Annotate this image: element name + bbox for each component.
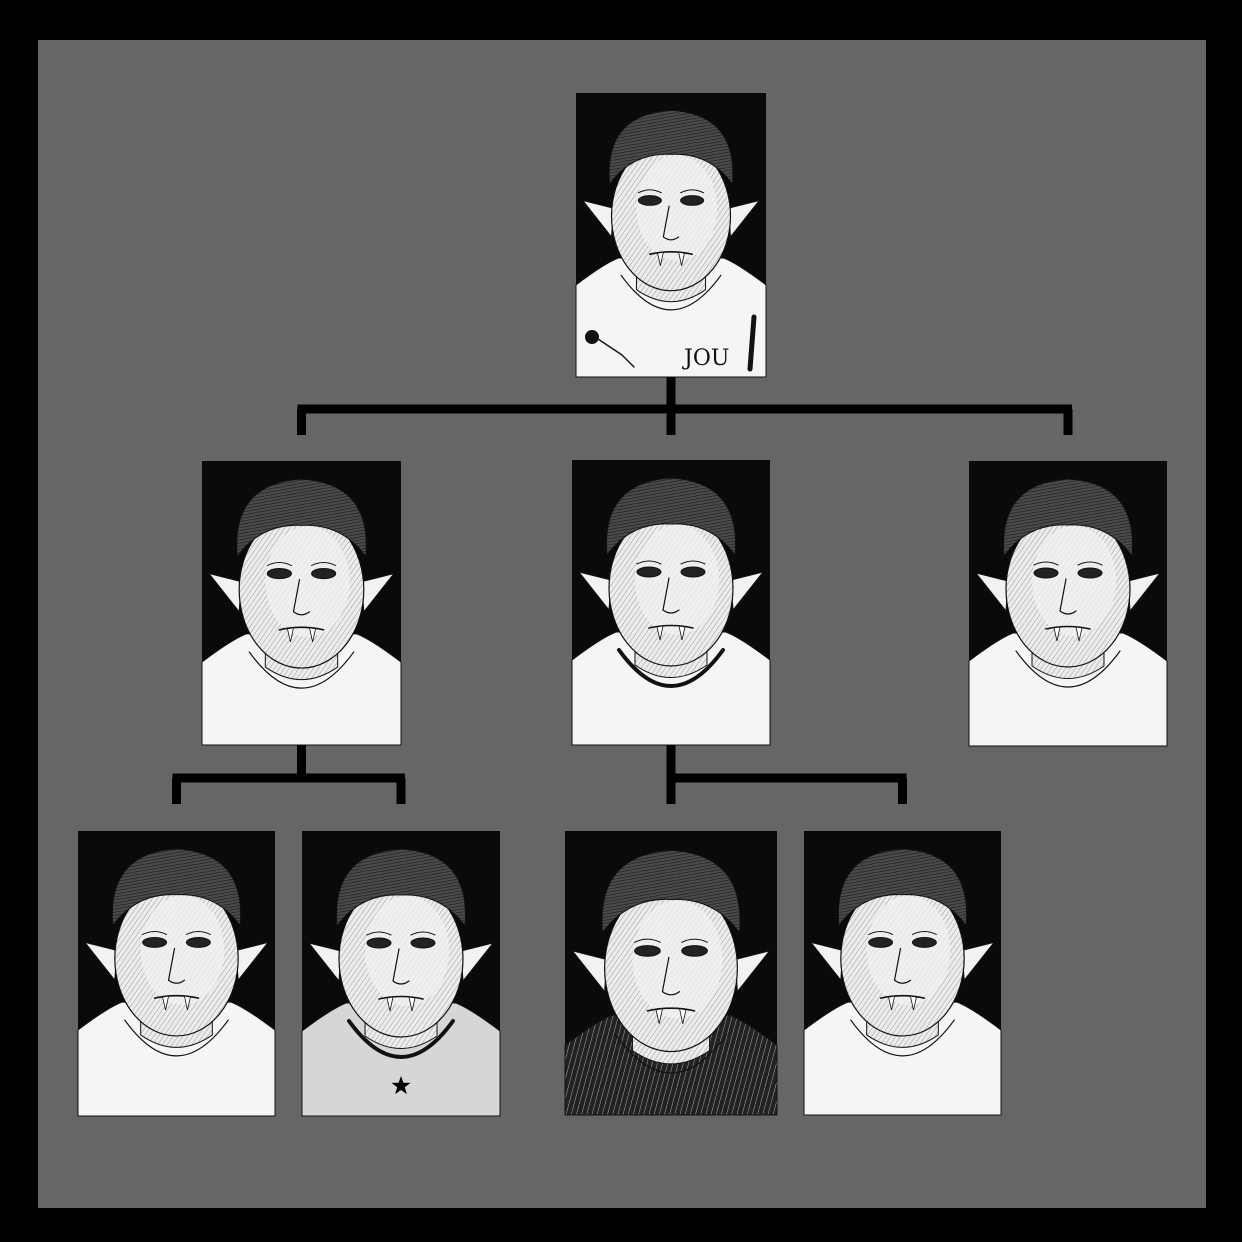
- face-highlight: [867, 896, 951, 1005]
- portrait-child-right: [969, 461, 1167, 746]
- face-highlight: [635, 525, 719, 635]
- left-eye-icon: [367, 938, 391, 948]
- face-highlight: [265, 526, 349, 637]
- shirt-drawing-icon: [585, 330, 599, 344]
- left-eye-icon: [869, 937, 893, 947]
- left-eye-icon: [635, 946, 661, 957]
- portrait-cards: JOU: [78, 93, 1167, 1116]
- right-eye-icon: [681, 567, 705, 577]
- left-eye-icon: [143, 937, 167, 947]
- right-eye-icon: [682, 946, 708, 957]
- left-eye-icon: [1034, 568, 1058, 578]
- right-eye-icon: [681, 196, 704, 206]
- portrait-child-middle: [572, 460, 770, 745]
- portrait-grandchild-3: [565, 831, 777, 1115]
- right-eye-icon: [411, 938, 435, 948]
- face-highlight: [365, 896, 449, 1006]
- portrait-root: JOU: [576, 93, 766, 377]
- portrait-grandchild-4: [804, 831, 1001, 1115]
- face-highlight: [636, 155, 717, 261]
- portrait-grandchild-2: [302, 831, 500, 1116]
- portrait-child-left: [202, 461, 401, 745]
- right-eye-icon: [1078, 568, 1102, 578]
- right-eye-icon: [312, 569, 336, 579]
- face-highlight: [632, 901, 722, 1019]
- right-eye-icon: [186, 937, 210, 947]
- portrait-grandchild-1: [78, 831, 275, 1116]
- face-highlight: [1032, 526, 1116, 636]
- shirt-lettering: JOU: [682, 346, 729, 371]
- face-highlight: [141, 896, 225, 1005]
- left-eye-icon: [637, 567, 661, 577]
- left-eye-icon: [638, 196, 661, 206]
- right-eye-icon: [912, 937, 936, 947]
- left-eye-icon: [267, 569, 291, 579]
